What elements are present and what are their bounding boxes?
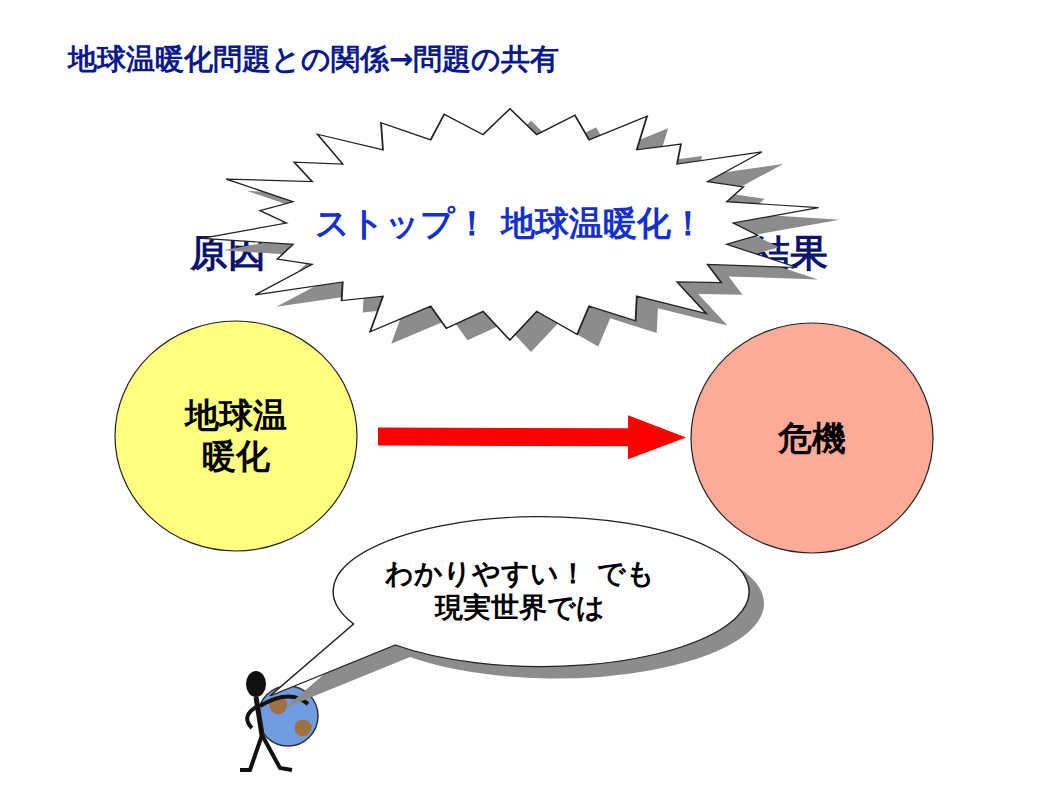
cause-circle: 地球温 暖化 xyxy=(114,320,358,552)
starburst: ストップ！ 地球温暖化！ xyxy=(193,92,827,354)
node-text: ストップ！ 地球温暖化！ xyxy=(315,203,705,244)
title: 地球温暖化問題との関係→問題の共有 xyxy=(68,40,559,80)
circle-outline xyxy=(115,321,357,551)
arrow-connector xyxy=(378,415,686,459)
arrow-shaft xyxy=(378,427,630,446)
node-text: わかりやすい！ でも現実世界では xyxy=(380,557,660,624)
effect-circle: 危機 xyxy=(690,322,934,554)
bubble-outline xyxy=(270,517,749,696)
circle-outline xyxy=(691,323,933,553)
globe-person xyxy=(240,671,318,770)
node-text: 危機 xyxy=(778,418,846,459)
starburst-outline xyxy=(202,109,819,340)
speech-bubble: わかりやすい！ でも現実世界では xyxy=(312,516,728,666)
arrow-head xyxy=(628,415,686,459)
node-text: 地球温 暖化 xyxy=(171,395,301,477)
